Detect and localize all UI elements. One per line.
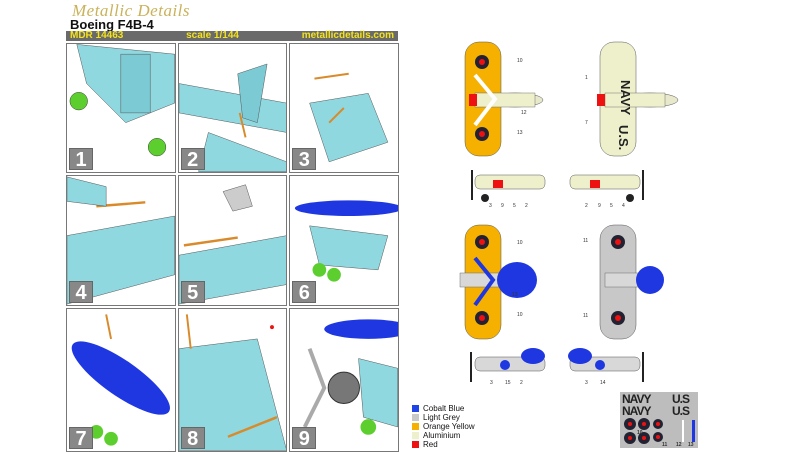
decal-navy: NAVY (622, 392, 651, 406)
decal-number: 10 (637, 430, 643, 436)
scale-label: scale 1/144 (186, 30, 239, 41)
color-legend: Cobalt Blue Light Grey Orange Yellow Alu… (412, 404, 475, 449)
legend-label: Red (423, 440, 438, 449)
callout: 11 (583, 238, 589, 244)
step-panel-4: 4 (66, 175, 176, 306)
legend-item: Red (412, 440, 475, 449)
callout: 9 (501, 203, 504, 209)
step-number: 1 (69, 148, 93, 171)
callout: 14 (600, 380, 606, 386)
step-number: 5 (180, 281, 205, 304)
top-view-orange-yellow (464, 41, 544, 157)
decal-number: 12 (676, 442, 682, 448)
side-view-2 (569, 170, 644, 202)
step-panel-7: 7 (66, 308, 176, 452)
callout: 2 (520, 380, 523, 386)
side-view-1 (471, 170, 546, 202)
callout: 12 (521, 110, 527, 116)
step-panel-6: 6 (289, 175, 399, 306)
side-view-4 (568, 348, 644, 382)
callout: 3 (490, 380, 493, 386)
painting-guide: NAVY U.S. 10 12 13 1 7 3 9 5 2 2 (405, 0, 800, 450)
swatch-icon (412, 441, 419, 448)
callout: 5 (513, 203, 516, 209)
callout: 2 (585, 203, 588, 209)
legend-label: Light Grey (423, 413, 460, 422)
step-panel-9: 9 (289, 308, 399, 452)
swatch-icon (412, 414, 419, 421)
legend-label: Cobalt Blue (423, 404, 465, 413)
swatch-icon (412, 405, 419, 412)
legend-item: Aluminium (412, 431, 475, 440)
step-panel-1: 1 (66, 43, 176, 173)
callout: 15 (505, 380, 511, 386)
callout: 7 (585, 120, 588, 126)
legend-item: Cobalt Blue (412, 404, 475, 413)
product-code: MDR 14463 (70, 30, 124, 41)
decal-roundels (624, 418, 695, 444)
step-number: 6 (292, 281, 317, 304)
instruction-steps: 1 2 3 4 5 6 7 8 9 (66, 43, 399, 452)
top-view-orange-blue (459, 224, 537, 340)
decal-us: U.S (672, 392, 690, 406)
decal-navy: NAVY (622, 404, 651, 418)
callout: 13 (512, 292, 518, 298)
swatch-icon (412, 432, 419, 439)
step-panel-8: 8 (177, 308, 288, 452)
callout: 13 (517, 130, 523, 136)
swatch-icon (412, 423, 419, 430)
callout: 11 (583, 313, 589, 319)
step-panel-3: 3 (289, 43, 399, 173)
callout: 10 (517, 58, 523, 64)
callout: 9 (598, 203, 601, 209)
legend-item: Light Grey (412, 413, 475, 422)
legend-item: Orange Yellow (412, 422, 475, 431)
callout: 1 (585, 75, 588, 81)
info-bar: MDR 14463 scale 1/144 metallicdetails.co… (66, 31, 398, 41)
top-view-light-grey (599, 224, 664, 340)
step-panel-2: 2 (177, 43, 288, 173)
callout: 3 (585, 380, 588, 386)
brand-logo: Metallic Details (72, 1, 191, 20)
svg-text:U.S.: U.S. (616, 125, 631, 150)
step-number: 8 (180, 427, 205, 450)
top-view-aluminium: NAVY U.S. (597, 41, 679, 157)
decal-us: U.S (672, 404, 690, 418)
step-panel-5: 5 (177, 175, 288, 306)
decal-number: 13 (688, 442, 694, 448)
callout: 2 (525, 203, 528, 209)
step-number: 3 (292, 148, 317, 171)
callout: 5 (610, 203, 613, 209)
step-number: 9 (292, 427, 317, 450)
side-view-3 (470, 348, 546, 382)
website-link[interactable]: metallicdetails.com (301, 30, 394, 41)
callout: 10 (517, 312, 523, 318)
decal-sheet: NAVY NAVY U.S U.S 10 11 12 13 (620, 392, 698, 448)
callout: 10 (517, 240, 523, 246)
page-title: Boeing F4B-4 (70, 17, 154, 32)
decal-number: 11 (662, 442, 668, 448)
step-number: 4 (69, 281, 93, 304)
step-number: 2 (180, 148, 205, 171)
step-number: 7 (69, 427, 93, 450)
legend-label: Orange Yellow (423, 422, 475, 431)
svg-text:NAVY: NAVY (618, 80, 633, 115)
callout: 4 (622, 203, 625, 209)
callout: 3 (489, 203, 492, 209)
legend-label: Aluminium (423, 431, 461, 440)
